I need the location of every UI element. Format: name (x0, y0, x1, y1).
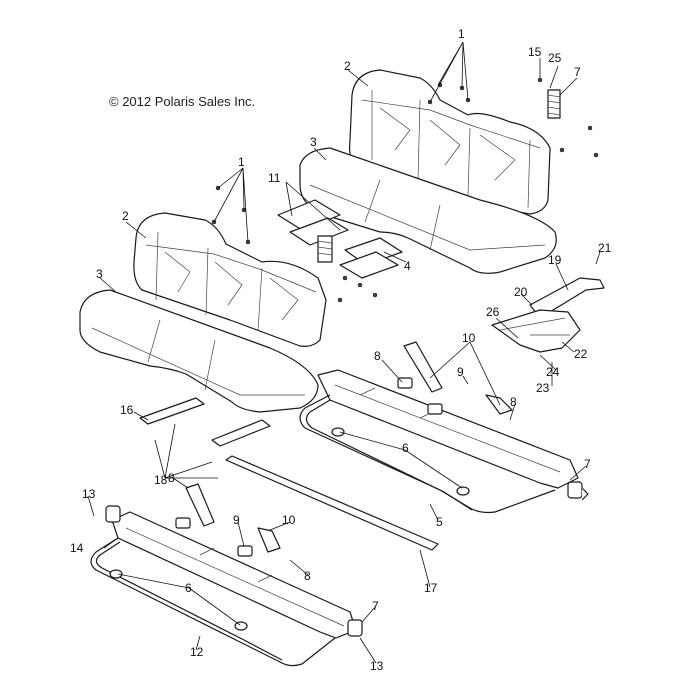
leader-lines (87, 41, 601, 664)
callout-2: 2 (122, 209, 129, 223)
front-seat-cushion (79, 289, 319, 413)
callout-7: 7 (574, 65, 581, 79)
callout-5: 5 (436, 515, 443, 529)
callout-14: 14 (70, 541, 84, 555)
front-seat-back (133, 212, 327, 347)
callout-1: 1 (458, 27, 465, 41)
callout-8: 8 (374, 349, 381, 363)
callout-16: 16 (120, 403, 134, 417)
callout-8: 8 (304, 569, 311, 583)
bumper-spring-rear (547, 89, 561, 119)
shield-plate (491, 309, 581, 353)
rear-knob (567, 481, 589, 501)
callout-13: 13 (370, 659, 384, 673)
front-grommet-left (109, 569, 123, 579)
front-knob-right (347, 619, 363, 637)
callout-25: 25 (548, 51, 562, 65)
callout-24: 24 (546, 365, 560, 379)
callout-7: 7 (372, 599, 379, 613)
front-seat-frame (90, 511, 357, 667)
callout-4: 4 (404, 259, 411, 273)
callout-21: 21 (598, 241, 612, 255)
callout-9: 9 (457, 365, 464, 379)
callout-15: 15 (528, 45, 542, 59)
copyright-notice: © 2012 Polaris Sales Inc. (109, 94, 256, 109)
hinge-bracket-upper (139, 397, 205, 425)
callout-22: 22 (574, 347, 588, 361)
hinge-bracket-lower (211, 419, 271, 447)
callout-26: 26 (486, 305, 500, 319)
callout-6: 6 (185, 581, 192, 595)
callout-10: 10 (462, 331, 476, 345)
callout-10: 10 (282, 513, 296, 527)
support-rod (225, 455, 439, 551)
callout-1: 1 (238, 155, 245, 169)
callout-11: 11 (268, 171, 281, 185)
callout-12: 12 (190, 645, 204, 659)
callout-7: 7 (584, 457, 591, 471)
front-knob-left (105, 505, 121, 523)
front-grommet-right (234, 621, 248, 631)
callout-8: 8 (168, 471, 175, 485)
callout-19: 19 (548, 253, 562, 267)
callout-9: 9 (233, 513, 240, 527)
callout-23: 23 (536, 381, 550, 395)
callout-2: 2 (344, 59, 351, 73)
callout-17: 17 (424, 581, 438, 595)
rear-grommet-left (331, 427, 345, 437)
rear-pad-right (339, 237, 403, 279)
bumper-spring-mid (317, 235, 333, 263)
rear-grommet-right (456, 486, 470, 496)
callout-3: 3 (310, 135, 317, 149)
callout-18: 18 (154, 473, 168, 487)
callout-20: 20 (514, 285, 528, 299)
rear-buckle-set (397, 341, 513, 415)
callout-13: 13 (82, 487, 96, 501)
callout-6: 6 (402, 441, 409, 455)
callout-8: 8 (510, 395, 517, 409)
callout-3: 3 (96, 267, 103, 281)
front-buckle-set (175, 483, 281, 557)
